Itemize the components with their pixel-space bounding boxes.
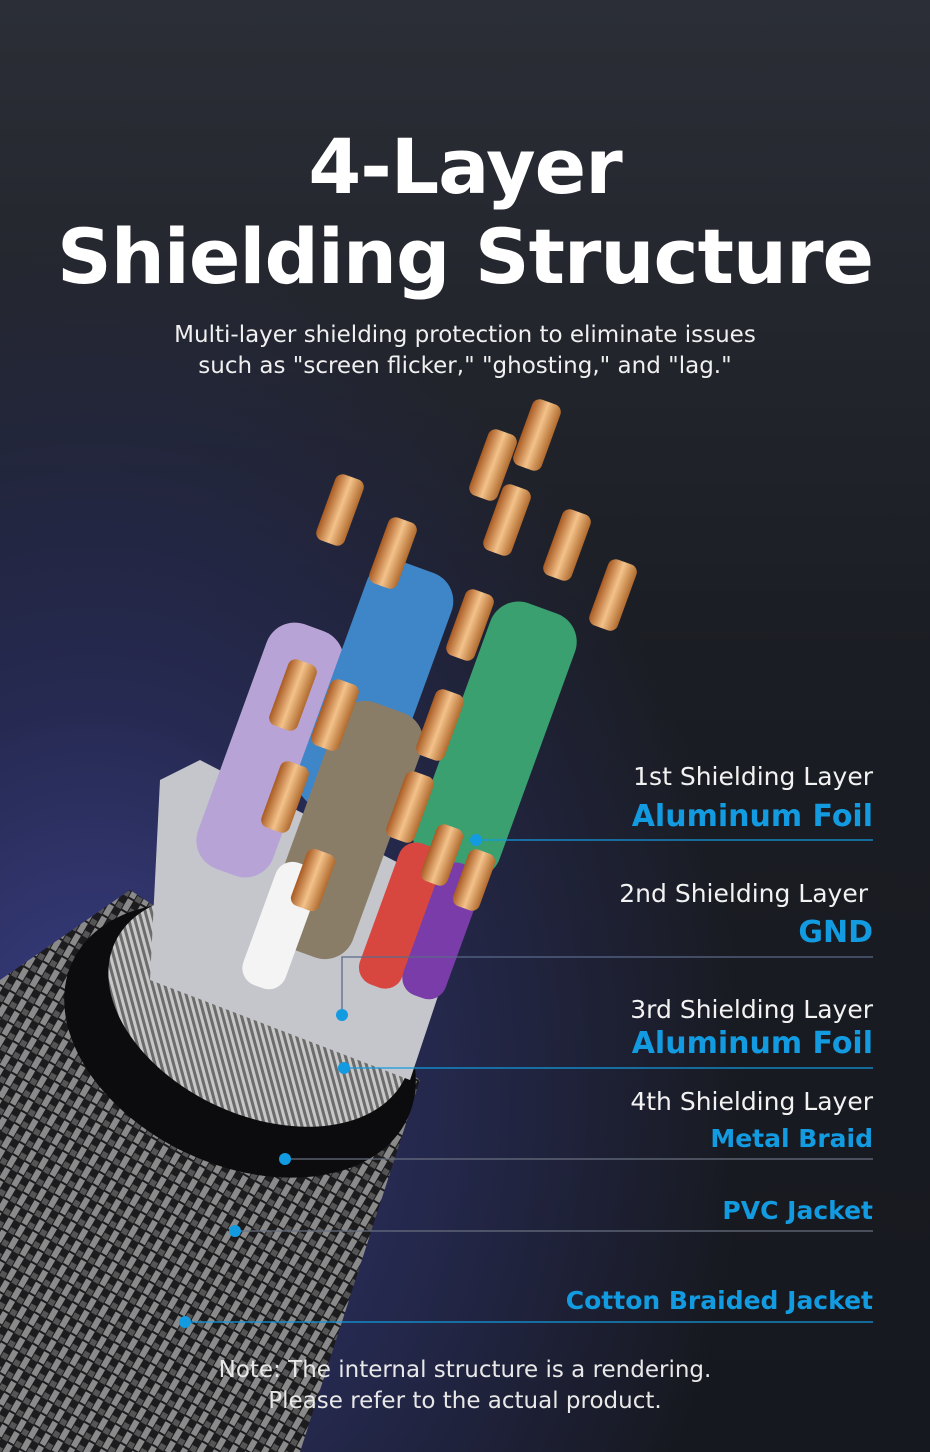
subtitle: Multi-layer shielding protection to elim… xyxy=(0,320,930,382)
subtitle-line-2: such as "screen flicker," "ghosting," an… xyxy=(198,353,732,379)
note-line-1: Note: The internal structure is a render… xyxy=(218,1357,712,1383)
layer-4-material: Metal Braid xyxy=(710,1124,873,1153)
leader-dots xyxy=(179,834,482,1328)
leader-lines xyxy=(185,839,873,1323)
title-line-2: Shielding Structure xyxy=(56,212,874,301)
layer-1-heading: 1st Shielding Layer xyxy=(633,762,873,791)
pvc-jacket-label: PVC Jacket xyxy=(722,1196,873,1225)
title-line-1: 4-Layer xyxy=(308,122,622,211)
copper-conductors xyxy=(261,399,637,912)
layer-4-heading: 4th Shielding Layer xyxy=(630,1087,873,1116)
layer-1-material: Aluminum Foil xyxy=(631,799,873,834)
subtitle-line-1: Multi-layer shielding protection to elim… xyxy=(174,322,756,348)
cotton-braided-jacket-label: Cotton Braided Jacket xyxy=(565,1286,873,1315)
note-line-2: Please refer to the actual product. xyxy=(268,1388,662,1414)
layer-2-material: GND xyxy=(798,915,873,950)
layer-2-heading: 2nd Shielding Layer xyxy=(619,879,868,908)
disclaimer-note: Note: The internal structure is a render… xyxy=(0,1355,930,1417)
layer-3-material: Aluminum Foil xyxy=(631,1026,873,1061)
layer-3-heading: 3rd Shielding Layer xyxy=(630,995,873,1024)
